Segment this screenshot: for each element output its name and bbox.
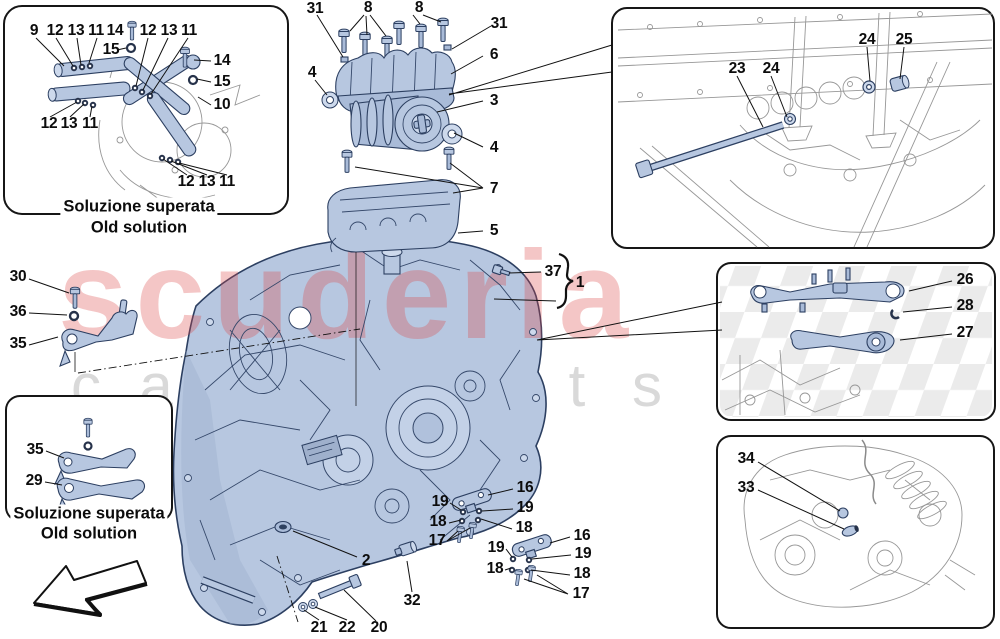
callout-1: 1 xyxy=(575,274,585,291)
callout-18: 18 xyxy=(429,513,447,530)
callout-16: 16 xyxy=(573,527,591,544)
watermark-letter: s xyxy=(632,352,662,419)
old-solution-top-title-line1: Soluzione superata xyxy=(60,197,218,217)
callout-23: 23 xyxy=(728,60,746,77)
mount-cradle-5 xyxy=(327,179,461,253)
leader-lines xyxy=(28,14,953,622)
callout-15: 15 xyxy=(102,41,120,58)
callout-14: 14 xyxy=(106,22,124,39)
callout-12: 12 xyxy=(40,115,58,132)
old-solution-bottom-title-line1: Soluzione superata xyxy=(10,504,168,524)
callout-24: 24 xyxy=(762,60,780,77)
watermark-letter: t xyxy=(569,352,586,419)
callout-5: 5 xyxy=(489,222,499,239)
callout-19: 19 xyxy=(574,545,592,562)
direction-arrow xyxy=(33,560,148,617)
gearbox-housing-body xyxy=(172,237,547,626)
sensor-33 xyxy=(841,525,859,537)
callout-32: 32 xyxy=(403,592,421,609)
callout-6: 6 xyxy=(489,46,499,63)
reaction-arm-27 xyxy=(790,330,895,354)
callout-11: 11 xyxy=(181,22,197,39)
callout-7: 7 xyxy=(489,180,499,197)
callout-28: 28 xyxy=(956,297,974,314)
sensor-box-art xyxy=(743,439,976,608)
callout-13: 13 xyxy=(60,115,78,132)
callout-11: 11 xyxy=(219,173,235,190)
old-solution-bottom-art xyxy=(53,417,145,512)
callout-18: 18 xyxy=(486,560,504,577)
callout-27: 27 xyxy=(956,324,974,341)
callout-30: 30 xyxy=(9,268,27,285)
callout-8: 8 xyxy=(363,0,373,16)
callout-24: 24 xyxy=(858,31,876,48)
callout-35: 35 xyxy=(9,335,27,352)
callout-33: 33 xyxy=(737,479,755,496)
callout-17: 17 xyxy=(428,532,446,549)
callout-29: 29 xyxy=(25,472,43,489)
mount-assembly-exploded xyxy=(321,17,463,253)
old-solution-top-art xyxy=(47,20,261,216)
sensor-34 xyxy=(837,507,849,519)
frame-mount-art xyxy=(617,11,993,248)
callout-13: 13 xyxy=(198,173,216,190)
retaining-clip-28 xyxy=(890,309,900,320)
watermark-sub-letters: c a t s xyxy=(71,352,662,419)
bolt-20 xyxy=(317,574,362,600)
callout-11: 11 xyxy=(82,115,98,132)
group-brace-1 xyxy=(556,252,574,310)
callout-12: 12 xyxy=(177,173,195,190)
callout-12: 12 xyxy=(46,22,64,39)
callout-8: 8 xyxy=(414,0,424,16)
callout-16: 16 xyxy=(516,479,534,496)
callout-9: 9 xyxy=(29,22,39,39)
callout-25: 25 xyxy=(895,31,913,48)
bracket-35-parts xyxy=(59,286,138,367)
callout-17: 17 xyxy=(572,585,590,602)
bracket-16a xyxy=(451,488,492,514)
callout-13: 13 xyxy=(160,22,178,39)
callout-13: 13 xyxy=(67,22,85,39)
callout-3: 3 xyxy=(489,92,499,109)
callout-14: 14 xyxy=(213,52,231,69)
callout-12: 12 xyxy=(139,22,157,39)
callout-31: 31 xyxy=(490,15,508,32)
callout-20: 20 xyxy=(370,619,388,636)
callout-11: 11 xyxy=(88,22,104,39)
callout-18: 18 xyxy=(573,565,591,582)
plug-32 xyxy=(394,540,417,557)
callout-4: 4 xyxy=(489,139,499,156)
callout-15: 15 xyxy=(213,73,231,90)
support-bracket-26 xyxy=(750,267,905,313)
bracket-box-art xyxy=(720,266,992,417)
callout-26: 26 xyxy=(956,271,974,288)
callout-10: 10 xyxy=(213,96,231,113)
callout-22: 22 xyxy=(338,619,356,636)
callout-19: 19 xyxy=(487,539,505,556)
callout-35: 35 xyxy=(26,441,44,458)
callout-36: 36 xyxy=(9,303,27,320)
lower-fasteners xyxy=(200,488,552,612)
callout-18: 18 xyxy=(515,519,533,536)
frame-mount-box xyxy=(611,7,995,249)
callout-34: 34 xyxy=(737,450,755,467)
housing-data-plate xyxy=(301,434,343,466)
callout-2: 2 xyxy=(361,552,371,569)
callout-19: 19 xyxy=(516,499,534,516)
bolt-37 xyxy=(491,264,511,277)
callout-4: 4 xyxy=(307,64,317,81)
centerlines xyxy=(77,328,361,623)
callout-31: 31 xyxy=(306,0,324,17)
old-solution-bottom-title-line2: Old solution xyxy=(37,524,141,544)
callout-21: 21 xyxy=(310,619,328,636)
callout-19: 19 xyxy=(431,493,449,510)
old-solution-top-title-line2: Old solution xyxy=(87,218,191,238)
bracket-16b xyxy=(511,534,552,560)
callout-37: 37 xyxy=(544,263,562,280)
